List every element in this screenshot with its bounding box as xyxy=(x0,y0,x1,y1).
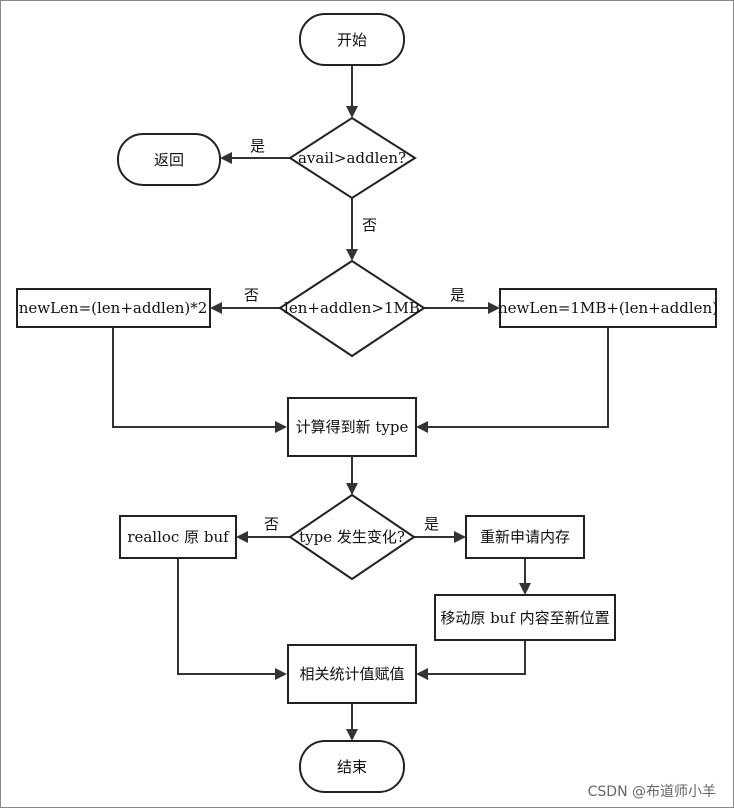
edge-double-to-calc xyxy=(112,327,275,428)
edges xyxy=(112,65,609,741)
node-calc-type: 计算得到新 type xyxy=(287,397,417,457)
edge-label-type-no: 否 xyxy=(264,515,279,533)
edge-label-len-yes: 是 xyxy=(450,286,465,304)
edge-labels: 是 否 否 是 否 是 xyxy=(244,137,465,533)
nodes: 开始 返回 avail>addlen? len+addlen>1MB newLe… xyxy=(16,13,718,793)
arrowhead xyxy=(346,729,358,741)
arrowhead xyxy=(454,531,466,543)
node-cond-len: len+addlen>1MB xyxy=(278,259,426,358)
edge-label-avail-no: 否 xyxy=(362,216,377,234)
node-start-label: 开始 xyxy=(337,31,367,49)
arrowhead xyxy=(519,583,531,595)
arrowhead xyxy=(275,421,287,433)
edge-realloc-to-assign xyxy=(177,558,275,675)
node-alloc-new-label: 重新申请内存 xyxy=(480,528,570,546)
arrowhead xyxy=(236,531,248,543)
node-realloc-label: realloc 原 buf xyxy=(127,528,230,546)
node-move-buf-label: 移动原 buf 内容至新位置 xyxy=(440,609,609,627)
node-newlen-plus-label: newLen=1MB+(len+addlen) xyxy=(498,299,718,317)
arrowhead xyxy=(346,106,358,118)
edge-label-avail-yes: 是 xyxy=(250,137,265,155)
node-return-label: 返回 xyxy=(154,151,184,169)
arrowhead xyxy=(346,249,358,261)
node-cond-avail: avail>addlen? xyxy=(288,116,417,200)
node-cond-len-label: len+addlen>1MB xyxy=(284,299,420,317)
node-end-label: 结束 xyxy=(337,758,367,776)
node-start: 开始 xyxy=(299,13,405,66)
node-newlen-double: newLen=(len+addlen)*2 xyxy=(16,288,211,328)
node-return: 返回 xyxy=(117,133,221,186)
arrowhead xyxy=(220,152,232,164)
edge-plus-to-calc xyxy=(428,327,609,428)
node-assign-stats-label: 相关统计值赋值 xyxy=(299,665,404,683)
node-move-buf: 移动原 buf 内容至新位置 xyxy=(434,594,616,641)
node-newlen-plus: newLen=1MB+(len+addlen) xyxy=(498,288,718,328)
node-assign-stats: 相关统计值赋值 xyxy=(287,644,417,704)
node-cond-type-label: type 发生变化? xyxy=(299,528,405,546)
arrowhead xyxy=(210,302,222,314)
arrowhead xyxy=(346,483,358,495)
edge-label-len-no: 否 xyxy=(244,286,259,304)
watermark: CSDN @布道师小羊 xyxy=(588,784,716,800)
arrowhead xyxy=(488,302,500,314)
edge-move-to-assign xyxy=(428,640,526,675)
node-cond-type: type 发生变化? xyxy=(288,493,416,581)
edge-label-type-yes: 是 xyxy=(424,515,439,533)
arrowhead xyxy=(416,668,428,680)
node-alloc-new: 重新申请内存 xyxy=(465,515,585,559)
arrowhead xyxy=(416,421,428,433)
node-cond-avail-label: avail>addlen? xyxy=(298,149,406,167)
node-realloc: realloc 原 buf xyxy=(119,515,237,559)
node-newlen-double-label: newLen=(len+addlen)*2 xyxy=(19,299,208,317)
node-end: 结束 xyxy=(299,740,405,793)
arrowhead xyxy=(275,668,287,680)
node-calc-type-label: 计算得到新 type xyxy=(296,418,409,436)
